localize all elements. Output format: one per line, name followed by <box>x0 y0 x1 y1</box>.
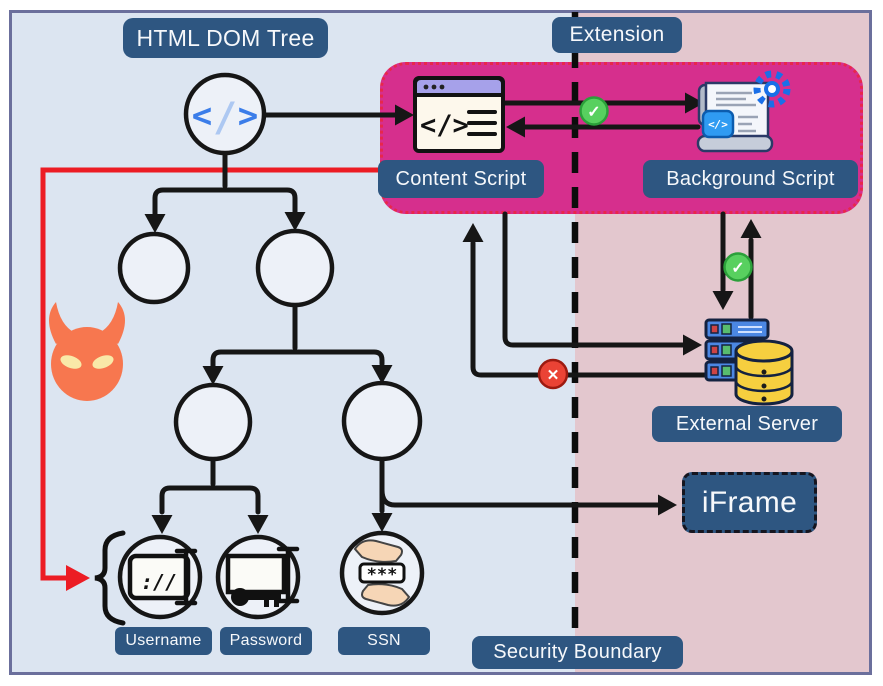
dom-node <box>173 382 253 462</box>
arrowheads <box>144 92 762 534</box>
dom-root-node <box>183 72 267 156</box>
code-slash-glyph: / <box>213 95 237 141</box>
background-script-label: Background Script <box>643 160 858 198</box>
window-code-glyph: </> <box>420 110 469 141</box>
devil-icon <box>49 302 125 401</box>
dom-tree-connectors <box>152 112 662 515</box>
allowed-badge-icon: ✓ <box>723 252 753 282</box>
code-icon: < / > <box>192 95 258 141</box>
key-icon <box>231 588 281 607</box>
text-cursor-icon <box>276 546 300 604</box>
dom-tree-nodes <box>117 72 425 620</box>
badge-code-glyph: </> <box>708 118 728 131</box>
check-glyph: ✓ <box>587 104 600 121</box>
database-icon <box>734 339 794 406</box>
password-label: Password <box>220 627 312 655</box>
code-badge-icon: </> <box>701 109 735 139</box>
dom-node <box>117 231 191 305</box>
text-cursor-icon <box>174 548 198 606</box>
code-lt-glyph: < <box>192 96 212 136</box>
external-server-label: External Server <box>652 406 842 442</box>
message-connectors <box>470 100 754 378</box>
hamburger-lines-icon <box>467 110 497 136</box>
iframe-box: iFrame <box>682 472 817 533</box>
dom-node <box>341 380 423 462</box>
extension-label: Extension <box>552 17 682 53</box>
blocked-badge-icon: ✕ <box>537 358 569 390</box>
ssn-icon: *** <box>353 539 411 607</box>
username-icon: :// <box>127 548 198 606</box>
script-scroll-icon: </> <box>696 70 791 153</box>
attack-path-arrow <box>40 167 430 591</box>
gear-icon <box>753 70 791 108</box>
check-glyph: ✓ <box>731 260 744 277</box>
content-script-label: Content Script <box>378 160 544 198</box>
ssn-label: SSN <box>338 627 430 655</box>
ssn-mask-glyph: *** <box>367 565 398 585</box>
security-boundary-label: Security Boundary <box>472 636 683 669</box>
browser-window-icon: </> <box>413 76 505 153</box>
password-icon <box>225 546 300 607</box>
attack-arrowhead-icon <box>66 565 90 591</box>
script-text-lines <box>716 91 758 133</box>
username-label: Username <box>115 627 212 655</box>
html-dom-tree-label: HTML DOM Tree <box>123 18 328 58</box>
group-brace <box>94 530 126 626</box>
username-pattern-glyph: :// <box>141 570 177 594</box>
allowed-badge-icon: ✓ <box>579 96 609 126</box>
hand-icon <box>353 539 403 563</box>
hand-icon <box>361 583 411 607</box>
dom-node <box>255 228 335 308</box>
server-icon <box>704 318 794 406</box>
code-gt-glyph: > <box>238 96 258 136</box>
cross-glyph: ✕ <box>547 367 560 384</box>
